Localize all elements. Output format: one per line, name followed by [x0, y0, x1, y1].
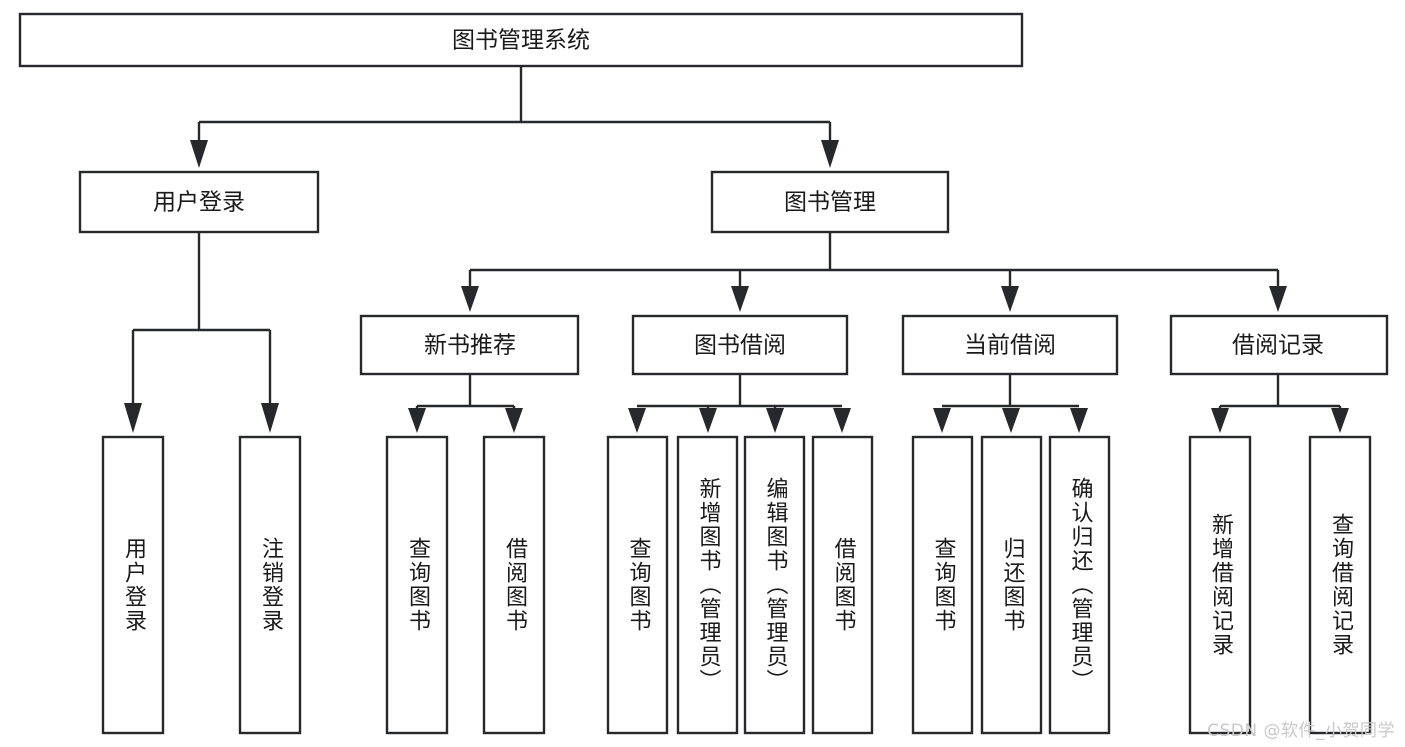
arrowhead-leaf-confirm-return	[1070, 408, 1088, 433]
node-book-borrow-box[interactable]	[631, 314, 849, 376]
node-leaf-query-record[interactable]	[1308, 435, 1372, 735]
arrowhead-new-book-rec	[461, 286, 479, 312]
arrowhead-leaf-return-book	[1002, 408, 1020, 433]
node-leaf-borrow-book-rec[interactable]	[482, 435, 546, 735]
connector-group-current-borrow	[933, 374, 1088, 433]
arrowhead-leaf-user-logout	[261, 403, 279, 433]
arrowhead-leaf-query-book-rec	[408, 408, 426, 433]
node-leaf-add-record-box[interactable]	[1188, 435, 1252, 735]
node-user-login-box[interactable]	[78, 170, 320, 234]
node-leaf-add-book-box[interactable]	[676, 435, 739, 735]
node-leaf-edit-book-box[interactable]	[743, 435, 806, 735]
node-leaf-query-record-box[interactable]	[1308, 435, 1372, 735]
node-leaf-query-book-borrow[interactable]	[606, 435, 669, 735]
arrowhead-current-borrow	[1001, 286, 1019, 312]
node-leaf-query-book-current-box[interactable]	[911, 435, 974, 735]
node-user-login-label: 用户登录	[153, 190, 245, 216]
node-borrow-record-label: 借阅记录	[1232, 333, 1324, 359]
node-leaf-query-book-borrow-box[interactable]	[606, 435, 669, 735]
node-leaf-query-book-current[interactable]	[911, 435, 974, 735]
arrowhead-borrow-record	[1269, 286, 1287, 312]
node-current-borrow[interactable]: 当前借阅	[901, 314, 1119, 376]
connector-group-borrow-record	[1211, 374, 1349, 433]
node-new-book-rec-box[interactable]	[359, 314, 580, 376]
node-root-box[interactable]	[18, 12, 1024, 68]
csdn-watermark: CSDN @软件_小贺同学	[1207, 721, 1395, 741]
node-leaf-confirm-return[interactable]	[1048, 435, 1111, 735]
node-book-manage-label: 图书管理	[784, 190, 876, 216]
arrowhead-leaf-edit-book	[766, 408, 784, 433]
node-leaf-query-book-rec-box[interactable]	[385, 435, 449, 735]
node-leaf-return-book-box[interactable]	[980, 435, 1043, 735]
node-leaf-query-book-rec[interactable]	[385, 435, 449, 735]
node-leaf-add-record[interactable]	[1188, 435, 1252, 735]
node-current-borrow-box[interactable]	[901, 314, 1119, 376]
node-book-borrow[interactable]: 图书借阅	[631, 314, 849, 376]
node-leaf-user-logout[interactable]	[238, 435, 302, 735]
connector-group-user-login	[124, 232, 279, 433]
node-leaf-add-book[interactable]	[676, 435, 739, 735]
node-borrow-record[interactable]: 借阅记录	[1169, 314, 1389, 376]
connector-group-book-borrow	[628, 374, 851, 433]
node-root[interactable]: 图书管理系统	[18, 12, 1024, 68]
node-leaf-user-login-box[interactable]	[101, 435, 165, 735]
arrowhead-leaf-query-book-borrow	[628, 408, 646, 433]
arrowhead-leaf-query-record	[1331, 408, 1349, 433]
node-book-manage-box[interactable]	[710, 170, 950, 234]
node-user-login[interactable]: 用户登录	[78, 170, 320, 234]
leaf-nodes	[101, 435, 1372, 735]
connector-group-root	[190, 66, 839, 168]
node-leaf-user-logout-box[interactable]	[238, 435, 302, 735]
arrowhead-user-login	[190, 140, 208, 168]
arrowhead-leaf-borrow-book	[833, 408, 851, 433]
arrowhead-leaf-add-book	[699, 408, 717, 433]
node-leaf-edit-book[interactable]	[743, 435, 806, 735]
node-leaf-borrow-book-rec-box[interactable]	[482, 435, 546, 735]
node-book-manage[interactable]: 图书管理	[710, 170, 950, 234]
node-leaf-borrow-book[interactable]	[811, 435, 874, 735]
arrowhead-leaf-query-book-current	[933, 408, 951, 433]
arrowhead-book-manage	[821, 140, 839, 168]
node-new-book-rec[interactable]: 新书推荐	[359, 314, 580, 376]
node-new-book-rec-label: 新书推荐	[424, 333, 516, 359]
node-borrow-record-box[interactable]	[1169, 314, 1389, 376]
node-root-label: 图书管理系统	[452, 28, 590, 54]
connector-group-book-manage	[461, 232, 1287, 312]
arrowhead-book-borrow	[731, 286, 749, 312]
arrowhead-leaf-add-record	[1211, 408, 1229, 433]
arrowhead-leaf-borrow-book-rec	[505, 408, 523, 433]
node-leaf-user-login[interactable]	[101, 435, 165, 735]
node-current-borrow-label: 当前借阅	[964, 333, 1056, 359]
node-book-borrow-label: 图书借阅	[694, 333, 786, 359]
node-leaf-borrow-book-box[interactable]	[811, 435, 874, 735]
node-leaf-return-book[interactable]	[980, 435, 1043, 735]
node-leaf-confirm-return-box[interactable]	[1048, 435, 1111, 735]
connector-group-new-book-rec	[408, 374, 523, 433]
arrowhead-leaf-user-login	[124, 403, 142, 433]
